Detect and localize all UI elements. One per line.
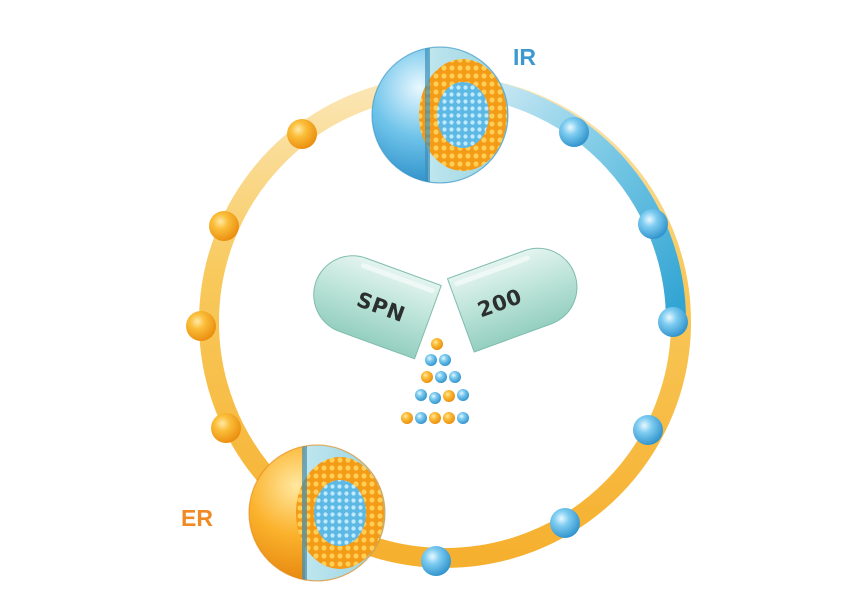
ir-bead-sphere-icon [421, 117, 688, 576]
ir-label: IR [513, 44, 536, 70]
er-microsphere-cross-section [248, 444, 386, 582]
er-bead-sphere-icon [186, 119, 317, 443]
ir-microsphere-cross-section [371, 46, 509, 184]
open-capsule-icon: SPN 200 [313, 247, 578, 360]
spilled-beads [401, 338, 469, 424]
er-label: ER [181, 505, 213, 531]
